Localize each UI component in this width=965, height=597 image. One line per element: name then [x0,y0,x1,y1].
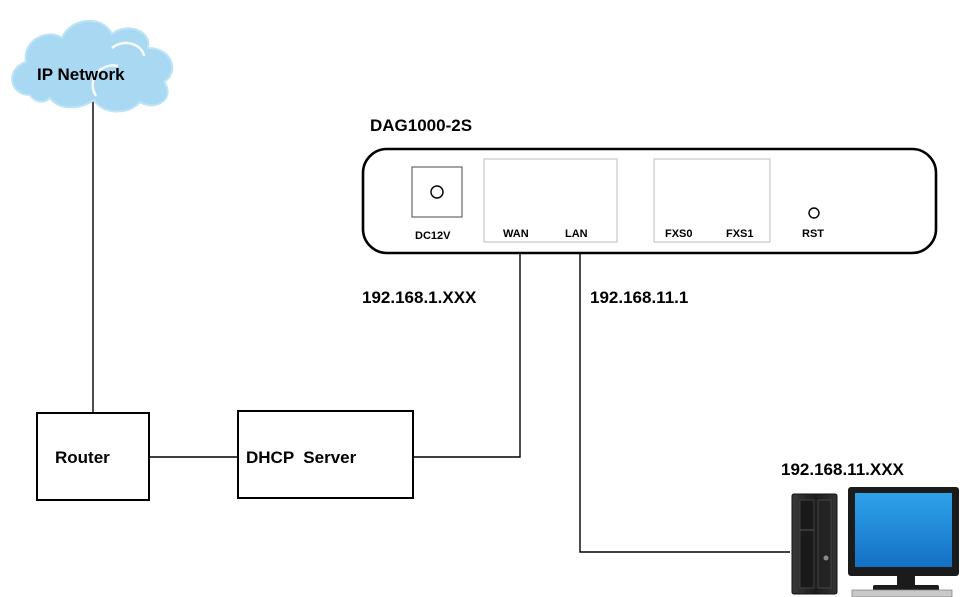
cloud-label: IP Network [37,65,125,84]
dhcp-server-label: DHCP Server [246,448,357,467]
pc-address-label: 192.168.11.XXX [781,460,905,479]
dhcp-server-box [237,410,414,499]
router-label: Router [55,448,110,467]
power-jack-icon [430,185,444,199]
fxs-port-block [653,158,771,243]
router-node: Router [36,412,150,501]
pc-screen [855,493,952,567]
lan-port-label: LAN [565,228,588,240]
router-box [36,412,150,501]
pc-icon [791,487,959,597]
fxs1-port-label: FXS1 [726,228,754,240]
wan-port-label: WAN [503,228,529,240]
lan-address-label: 192.168.11.1 [590,288,688,307]
power-port-label: DC12V [415,230,451,242]
gateway-device: DAG1000-2S DC12V WAN LAN FXS0 FXS1 RST [361,116,938,255]
wires [92,100,790,553]
reset-label: RST [802,228,824,240]
device-title: DAG1000-2S [370,116,472,135]
dhcp-server-node: DHCP Server [237,410,414,499]
lan-pc-wire [579,254,790,553]
fxs0-port-label: FXS0 [665,228,693,240]
ip-network-cloud: IP Network [11,19,174,113]
network-port-block [483,158,618,243]
dhcp-wan-wire [414,254,521,458]
reset-button-icon [808,207,820,219]
wan-address-label: 192.168.1.XXX [362,288,477,307]
